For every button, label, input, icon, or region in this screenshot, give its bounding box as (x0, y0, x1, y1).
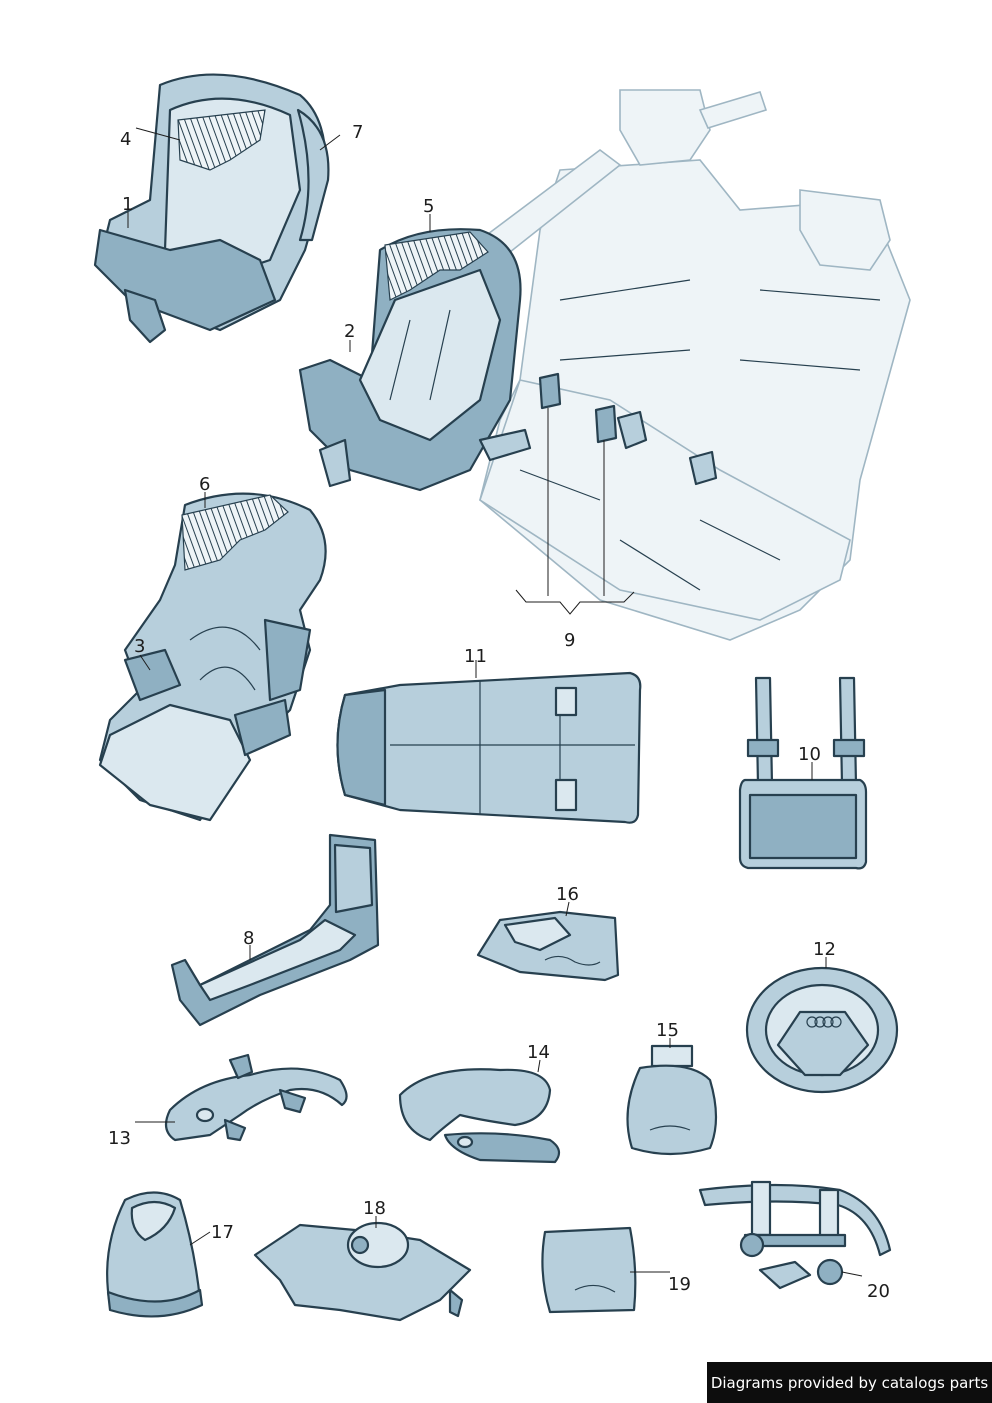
part-15-bag (626, 1044, 718, 1156)
callout-12: 12 (813, 939, 836, 960)
part-19-pillow (541, 1226, 637, 1314)
part-16-cushion (476, 910, 620, 982)
callout-9: 9 (564, 630, 575, 651)
leader-lines (127, 127, 863, 1277)
callout-1: 1 (122, 194, 133, 215)
callout-15: 15 (656, 1020, 679, 1041)
rear-bench-seat (478, 89, 911, 641)
callout-10: 10 (798, 744, 821, 765)
callout-17: 17 (211, 1222, 234, 1243)
callout-2: 2 (344, 321, 355, 342)
part-2-child-seat (298, 228, 532, 492)
callout-8: 8 (243, 928, 254, 949)
callout-19: 19 (668, 1274, 691, 1295)
part-3-booster-seat (98, 492, 327, 822)
callout-4: 4 (120, 129, 131, 150)
part-12-steering-wheel (745, 966, 899, 1094)
callout-7: 7 (352, 122, 363, 143)
callout-3: 3 (134, 636, 145, 657)
callout-11: 11 (464, 646, 487, 667)
callout-13: 13 (108, 1128, 131, 1149)
isofix-guides (538, 372, 718, 486)
part-11-seat-protector (336, 671, 642, 824)
callout-14: 14 (527, 1042, 550, 1063)
part-8-foot-rest (170, 833, 380, 1027)
callout-20: 20 (867, 1281, 890, 1302)
callout-6: 6 (199, 474, 210, 495)
part-13-gecko-plush (164, 1053, 348, 1142)
callout-16: 16 (556, 884, 579, 905)
footer-credit: Diagrams provided by catalogs parts (707, 1362, 992, 1403)
part-18-comforter (253, 1221, 472, 1322)
part-10-organizer (738, 676, 868, 870)
callout-18: 18 (363, 1198, 386, 1219)
callout-9-bracket (515, 408, 635, 615)
callout-5: 5 (423, 196, 434, 217)
part-17-sleeping-bag (106, 1191, 204, 1318)
part-20-play-bar (698, 1180, 892, 1290)
callout-numbers: 1 2 3 4 5 6 7 8 9 10 11 12 13 14 15 16 1… (108, 122, 890, 1302)
part-14-neck-pillow (398, 1068, 561, 1164)
part-1-infant-carrier (93, 73, 330, 344)
